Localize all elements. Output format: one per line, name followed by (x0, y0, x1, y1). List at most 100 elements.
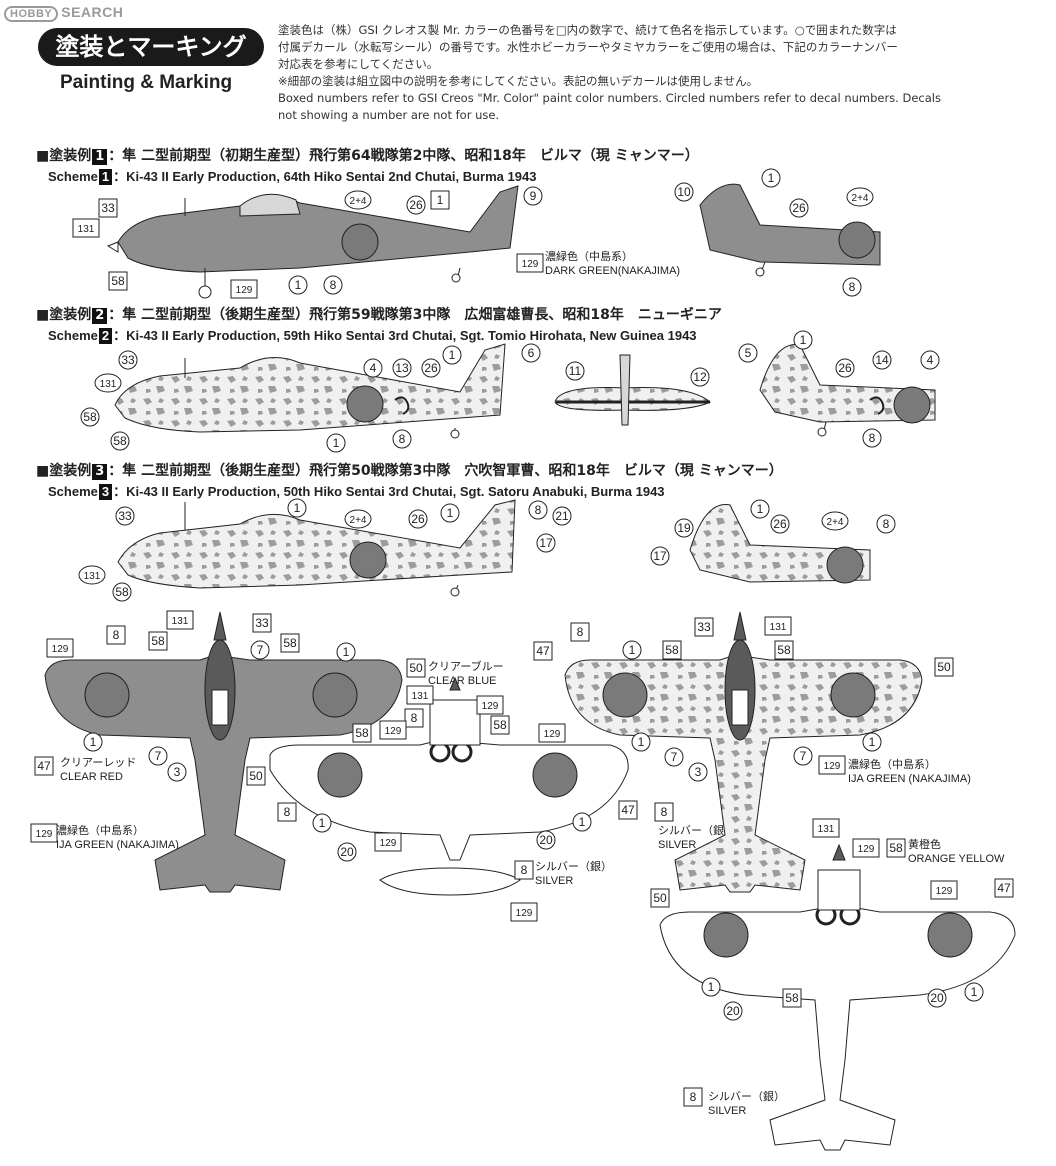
svg-text:17: 17 (653, 549, 667, 563)
callout-bottom_right-4: 50 (650, 888, 670, 908)
svg-text:12: 12 (693, 370, 707, 384)
callout-bottom_right-3: 8 (654, 802, 674, 822)
callout-s1-8: 1 (430, 190, 450, 210)
svg-text:1: 1 (447, 506, 454, 520)
callout-s2-10: 8 (392, 429, 412, 449)
svg-text:58: 58 (889, 841, 903, 855)
callout-bottom_center-0: 131 (406, 685, 434, 705)
callout-s3-6: 1 (440, 503, 460, 523)
svg-text:58: 58 (665, 643, 679, 657)
svg-text:1: 1 (869, 735, 876, 749)
callout-bottom_center-6: 129 (379, 720, 407, 740)
svg-text:58: 58 (111, 274, 125, 288)
svg-text:8: 8 (883, 517, 890, 531)
svg-text:8: 8 (330, 278, 337, 292)
callout-top_right-7: 50 (934, 657, 954, 677)
callout-s2r-3: 14 (872, 350, 892, 370)
callout-top_right-0: 8 (570, 622, 590, 642)
svg-text:50: 50 (409, 661, 423, 675)
svg-text:129: 129 (544, 729, 561, 740)
svg-text:129: 129 (824, 761, 841, 772)
note-jp-1: 塗装色は（株）GSI クレオス製 Mr. カラーの色番号を□内の数字で、続けて色… (278, 23, 897, 37)
callout-top_right-13: 129 (818, 755, 846, 775)
callout-s3-1: 131 (78, 565, 106, 585)
svg-text:20: 20 (539, 833, 553, 847)
svg-text:131: 131 (100, 379, 117, 390)
callout-s1-4: 1 (288, 275, 308, 295)
svg-text:47: 47 (621, 803, 635, 817)
svg-text:58: 58 (115, 585, 129, 599)
svg-text:1: 1 (768, 171, 775, 185)
callout-bottom_right-7: 1 (701, 977, 721, 997)
callout-bottom_center-4: 129 (538, 723, 566, 743)
callout-bottom_center-5: 58 (490, 715, 510, 735)
callout-s3-4: 2+4 (344, 509, 372, 529)
svg-text:129: 129 (36, 829, 53, 840)
svg-text:58: 58 (493, 718, 507, 732)
svg-text:129: 129 (522, 259, 539, 270)
svg-text:129: 129 (482, 701, 499, 712)
svg-text:1: 1 (971, 985, 978, 999)
svg-text:1: 1 (638, 735, 645, 749)
callout-top_left-13: 129 (30, 823, 58, 843)
page-title-jp: 塗装とマーキング (38, 28, 264, 66)
callout-top_left-9: 47 (34, 756, 54, 776)
callout-bottom_center-13: 1 (572, 812, 592, 832)
svg-text:58: 58 (83, 410, 97, 424)
callout-s1-0: 33 (98, 198, 118, 218)
svg-text:5: 5 (745, 346, 752, 360)
callout-top_left-6: 7 (250, 640, 270, 660)
svg-text:9: 9 (530, 189, 537, 203)
svg-text:17: 17 (539, 536, 553, 550)
svg-text:1: 1 (629, 643, 636, 657)
svg-text:47: 47 (997, 881, 1011, 895)
scheme-1-rear-view (699, 183, 881, 277)
svg-text:58: 58 (777, 643, 791, 657)
callout-bottom_right-2: 58 (886, 838, 906, 858)
svg-text:1: 1 (437, 193, 444, 207)
svg-text:58: 58 (151, 634, 165, 648)
svg-text:14: 14 (875, 353, 889, 367)
bottom-view-center (269, 676, 629, 896)
svg-text:2+4: 2+4 (350, 196, 367, 207)
svg-text:7: 7 (671, 750, 678, 764)
callout-s1r-4: 8 (842, 277, 862, 297)
callout-top_left-8: 50 (406, 658, 426, 678)
callout-top_right-8: 1 (862, 732, 882, 752)
svg-text:11: 11 (569, 364, 582, 378)
svg-text:4: 4 (370, 361, 377, 375)
callout-s1-6: 2+4 (344, 190, 372, 210)
top-view-left (44, 611, 403, 893)
callout-bottom_center-11: 129 (374, 832, 402, 852)
callout-s3-9: 17 (536, 533, 556, 553)
callout-bottom_right-11: 1 (964, 982, 984, 1002)
svg-text:58: 58 (355, 726, 369, 740)
svg-text:50: 50 (249, 769, 263, 783)
svg-text:1: 1 (800, 333, 807, 347)
note-jp-2: 付属デカール（水転写シール）の番号です。水性ホビーカラーやタミヤカラーをご使用の… (278, 40, 898, 54)
callout-bottom_center-12: 20 (536, 830, 556, 850)
callout-top_left-4: 58 (280, 633, 300, 653)
svg-text:26: 26 (411, 512, 425, 526)
label-silver-center: シルバー（銀）SILVER (535, 861, 612, 887)
callout-s3-5: 26 (408, 509, 428, 529)
svg-text:1: 1 (449, 348, 456, 362)
svg-text:8: 8 (113, 628, 120, 642)
callout-top_right-1: 47 (533, 641, 553, 661)
scheme-2-rear-view (759, 344, 936, 437)
svg-text:129: 129 (516, 908, 533, 919)
scheme-2-tailplane (554, 354, 711, 426)
callout-s2m-0: 11 (565, 361, 585, 381)
callout-s1-10: 129 (516, 253, 544, 273)
callout-top_right-5: 131 (764, 616, 792, 636)
svg-text:33: 33 (118, 509, 132, 523)
callout-s1r-1: 1 (761, 168, 781, 188)
callout-top_right-11: 7 (793, 746, 813, 766)
note-en-1: Boxed numbers refer to GSI Creos "Mr. Co… (278, 91, 941, 105)
label-ija-green-left: 濃緑色（中島系）IJA GREEN (NAKAJIMA) (56, 825, 179, 851)
callout-s2-3: 58 (110, 431, 130, 451)
